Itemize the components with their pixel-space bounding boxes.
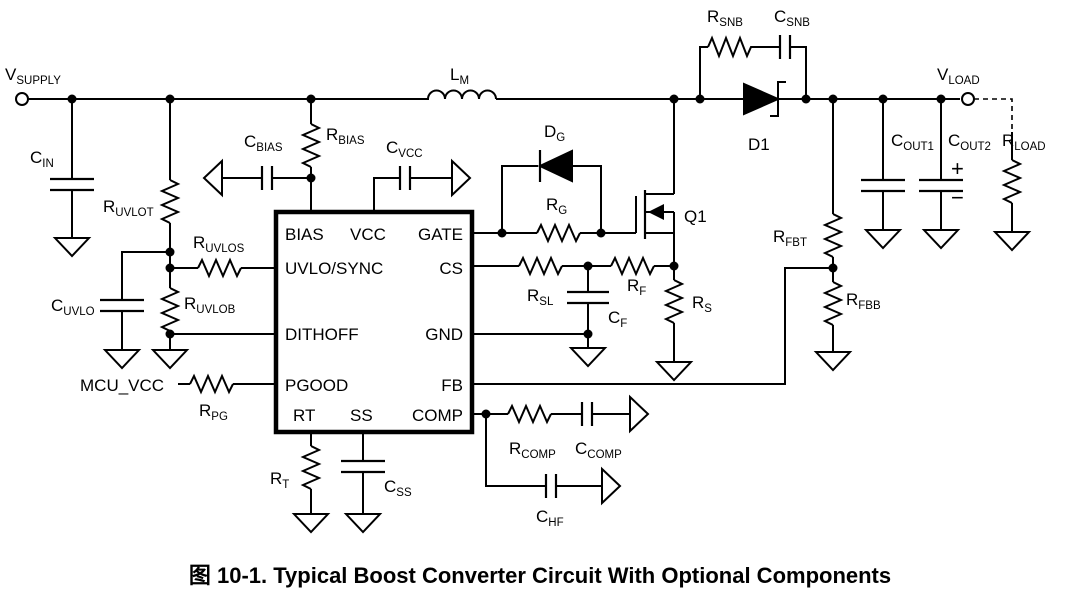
capacitor-css: [341, 432, 385, 534]
output-capacitors: [861, 99, 963, 250]
label-rload: RLOAD: [1002, 131, 1046, 153]
feedback-divider: [472, 99, 853, 385]
label-rfbt: RFBT: [773, 227, 807, 249]
input-rail: [15, 92, 418, 106]
label-rf: RF: [627, 276, 646, 298]
label-cbias: CBIAS: [244, 132, 283, 154]
pin-ss: SS: [350, 406, 373, 425]
label-dg: DG: [544, 122, 565, 144]
pin-fb: FB: [441, 376, 463, 395]
compensation-network: [472, 394, 650, 506]
bias-network: [202, 99, 322, 212]
pin-comp: COMP: [412, 406, 463, 425]
figure-caption: 图 10-1. Typical Boost Converter Circuit …: [189, 563, 891, 588]
ic-pin-labels: BIAS UVLO/SYNC DITHOFF PGOOD RT VCC GATE…: [285, 225, 463, 425]
label-ccomp: CCOMP: [575, 439, 622, 461]
pin-bias: BIAS: [285, 225, 324, 244]
resistor-ruvlos: [170, 257, 276, 279]
label-rg: RG: [546, 195, 567, 217]
label-rs: RS: [692, 293, 712, 315]
label-rsl: RSL: [527, 286, 554, 308]
pin-cs: CS: [439, 259, 463, 278]
controller-ic: [273, 209, 475, 435]
pin-dithoff: DITHOFF: [285, 325, 359, 344]
snubber-network: [699, 35, 807, 99]
capacitor-cin: [50, 99, 94, 258]
current-sense-network: [472, 255, 694, 382]
vsupply-terminal: [15, 92, 29, 106]
label-cf: CF: [608, 308, 627, 330]
label-lm: LM: [450, 65, 469, 87]
label-rfbb: RFBB: [846, 290, 881, 312]
label-ruvlos: RUVLOS: [193, 233, 245, 255]
pin-vcc: VCC: [350, 225, 386, 244]
pin-pgood: PGOOD: [285, 376, 348, 395]
label-cuvlo: CUVLO: [51, 296, 95, 318]
pin-gate: GATE: [418, 225, 463, 244]
label-cout2: COUT2: [948, 131, 991, 153]
label-css: CSS: [384, 477, 412, 499]
load-resistor: [992, 132, 1032, 252]
resistor-rt: [291, 432, 331, 534]
uvlo-divider: [150, 99, 276, 370]
diode-d1: [743, 81, 960, 117]
pin-uvlo-sync: UVLO/SYNC: [285, 259, 383, 278]
label-vsupply: VSUPPLY: [5, 65, 61, 87]
label-ruvlob: RUVLOB: [184, 294, 236, 316]
inductor-lm: [418, 89, 744, 100]
label-rbias: RBIAS: [326, 125, 365, 147]
label-mcu-vcc: MCU_VCC: [80, 376, 164, 395]
pin-rt: RT: [293, 406, 315, 425]
label-cout1: COUT1: [891, 131, 934, 153]
capacitor-cvcc: [373, 158, 472, 212]
label-csnb: CSNB: [774, 7, 810, 29]
label-rcomp: RCOMP: [509, 439, 556, 461]
label-cvcc: CVCC: [386, 138, 423, 160]
vload-terminal: [961, 92, 975, 106]
resistor-rpg: [178, 373, 276, 395]
cout2-plus-sign: +: [951, 156, 964, 181]
gate-network: [472, 149, 636, 244]
label-rpg: RPG: [199, 401, 228, 423]
label-cin: CIN: [30, 148, 54, 170]
component-labels: VSUPPLY VLOAD LM RSNB CSNB D1 CIN CBIAS …: [5, 7, 1046, 529]
capacitor-cuvlo: [100, 251, 170, 370]
pin-gnd: GND: [425, 325, 463, 344]
label-q1: Q1: [684, 207, 707, 226]
label-d1: D1: [748, 135, 770, 154]
label-ruvlot: RUVLOT: [103, 197, 154, 219]
label-vload: VLOAD: [937, 65, 980, 87]
label-rt: RT: [270, 469, 289, 491]
label-rsnb: RSNB: [707, 7, 743, 29]
mosfet-q1: [635, 99, 675, 266]
cout2-minus-sign: −: [951, 185, 964, 210]
label-chf: CHF: [536, 507, 564, 529]
